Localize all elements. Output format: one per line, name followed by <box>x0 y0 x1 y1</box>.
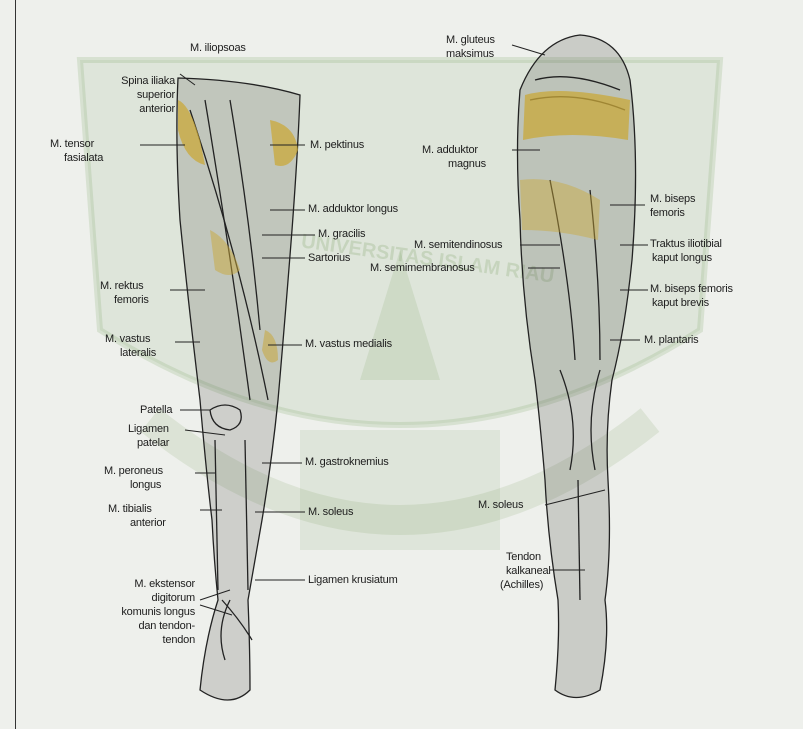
label-femoris: femoris <box>114 294 149 306</box>
label-gastroknemius: M. gastroknemius <box>305 456 389 468</box>
label-spina-anterior: anterior <box>65 103 175 115</box>
label-kaput-brevis: kaput brevis <box>652 297 709 309</box>
label-ekstensor: M. ekstensor <box>85 578 195 590</box>
label-biseps-brevis: M. biseps femoris <box>650 283 733 295</box>
label-ligamen-krusiatum: Ligamen krusiatum <box>308 574 398 586</box>
label-tendon-kalkaneal: Tendon <box>506 551 541 563</box>
label-ligamen: Ligamen <box>128 423 169 435</box>
label-adduktor-longus: M. adduktor longus <box>308 203 398 215</box>
label-spina-iliaka: Spina iliaka <box>65 75 175 87</box>
label-vastus: M. vastus <box>105 333 150 345</box>
label-magnus: magnus <box>448 158 486 170</box>
anterior-leg-drawing <box>177 78 300 700</box>
gluteus-maksimus-highlight <box>523 91 630 140</box>
label-fasialata: fasialata <box>64 152 103 164</box>
label-soleus-posterior: M. soleus <box>478 499 523 511</box>
label-lateralis: lateralis <box>120 347 156 359</box>
label-kalkaneal: kalkaneal <box>506 565 551 577</box>
label-longus: longus <box>130 479 161 491</box>
label-patella: Patella <box>140 404 172 416</box>
label-gracilis: M. gracilis <box>318 228 365 240</box>
label-digitorum: digitorum <box>85 592 195 604</box>
label-dan-tendon: dan tendon- <box>85 620 195 632</box>
label-tendon: tendon <box>85 634 195 646</box>
label-anterior: anterior <box>130 517 166 529</box>
label-spina-superior: superior <box>65 89 175 101</box>
label-sartorius: Sartorius <box>308 252 350 264</box>
label-patelar: patelar <box>137 437 169 449</box>
label-vastus-medialis: M. vastus medialis <box>305 338 392 350</box>
label-pektinus: M. pektinus <box>310 139 364 151</box>
label-iliopsoas: M. iliopsoas <box>190 42 246 54</box>
label-tensor: M. tensor <box>50 138 94 150</box>
label-soleus-anterior: M. soleus <box>308 506 353 518</box>
label-plantaris: M. plantaris <box>644 334 698 346</box>
label-komunis-longus: komunis longus <box>85 606 195 618</box>
label-adduktor: M. adduktor <box>422 144 478 156</box>
label-semimembranosus: M. semimembranosus <box>370 262 475 274</box>
label-semitendinosus: M. semitendinosus <box>414 239 502 251</box>
label-traktus: Traktus iliotibial <box>650 238 722 250</box>
label-tibialis: M. tibialis <box>108 503 152 515</box>
label-gluteus: M. gluteus <box>446 34 495 46</box>
label-maksimus: maksimus <box>446 48 494 60</box>
label-biseps: M. biseps <box>650 193 695 205</box>
label-biseps-femoris: femoris <box>650 207 685 219</box>
label-rektus: M. rektus <box>100 280 143 292</box>
label-achilles: (Achilles) <box>500 579 543 591</box>
label-kaput-longus: kaput longus <box>652 252 712 264</box>
label-peroneus: M. peroneus <box>104 465 163 477</box>
